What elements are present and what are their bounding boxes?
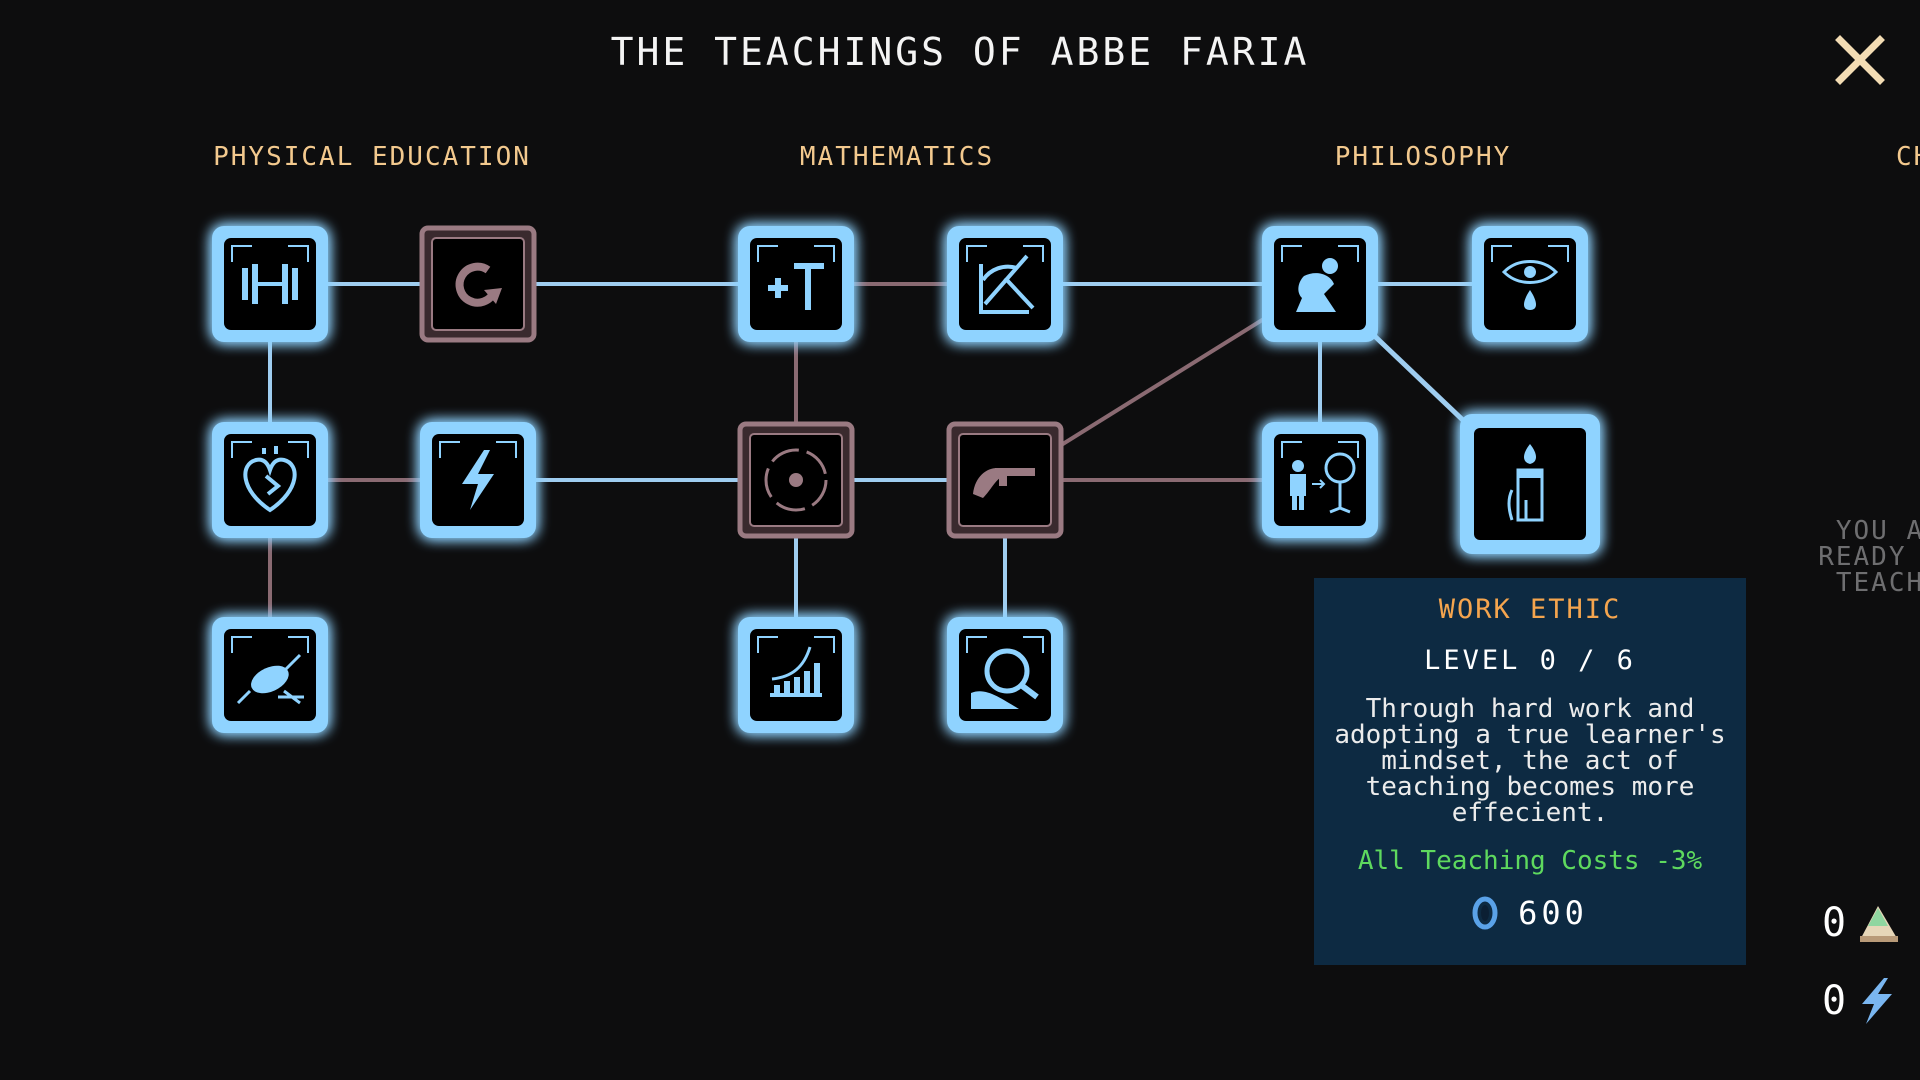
- bar-chart-icon: [770, 646, 822, 697]
- thinker-icon: [1296, 258, 1338, 312]
- resource-energy-value: 0: [1822, 978, 1847, 1024]
- tooltip-cost-value: 600: [1518, 894, 1588, 932]
- skill-node-agility[interactable]: [212, 617, 328, 733]
- skill-node-strength[interactable]: [212, 226, 328, 342]
- tooltip-level: LEVEL 0 / 6: [1424, 645, 1636, 676]
- eye-tear-icon: [1501, 260, 1559, 310]
- lightning-icon: [1862, 978, 1893, 1024]
- resource-energy: 0: [1822, 976, 1898, 1026]
- tooltip-effect: All Teaching Costs -3%: [1357, 846, 1703, 876]
- skill-node-arithmetic[interactable]: [738, 226, 854, 342]
- skill-node-geometry[interactable]: [947, 226, 1063, 342]
- tooltip-description: Through hard work and adopting a true le…: [1334, 694, 1726, 828]
- category-mathematics: MATHEMATICS: [799, 142, 995, 172]
- rotate-arrow-icon: [455, 262, 502, 307]
- tooltip-cost: 600: [1314, 894, 1746, 932]
- skill-node-investigation[interactable]: [947, 617, 1063, 733]
- skill-node-thinker[interactable]: [1262, 226, 1378, 342]
- skill-node-ballistics[interactable]: [946, 421, 1064, 539]
- skill-node-mentorship[interactable]: [1262, 422, 1378, 538]
- skill-node-recovery[interactable]: [419, 225, 537, 343]
- magnifier-icon: [971, 648, 1039, 709]
- side-message: YOU A READY T TEACH: [1818, 516, 1920, 598]
- heart-icon: [243, 446, 297, 513]
- cake-icon: [1860, 906, 1899, 942]
- skill-tooltip: WORK ETHIC LEVEL 0 / 6 Through hard work…: [1314, 578, 1746, 965]
- skill-node-work-ethic[interactable]: [1460, 414, 1600, 554]
- plus-minus-icon: [768, 263, 824, 310]
- category-physical-education: PHYSICAL EDUCATION: [213, 142, 531, 172]
- skill-node-target[interactable]: [737, 421, 855, 539]
- rat-icon: [236, 653, 304, 705]
- gem-icon: [1472, 896, 1498, 930]
- pistol-icon: [973, 468, 1035, 498]
- target-icon: [764, 448, 828, 512]
- skill-node-energy[interactable]: [420, 422, 536, 538]
- close-icon[interactable]: [1834, 34, 1886, 86]
- category-chemistry: CHEI: [1896, 142, 1920, 172]
- person-tree-icon: [1290, 452, 1356, 514]
- resource-cake: 0: [1822, 900, 1904, 946]
- dumbbell-icon: [242, 264, 298, 304]
- category-philosophy: PHILOSOPHY: [1334, 142, 1512, 172]
- skill-node-insight[interactable]: [1472, 226, 1588, 342]
- skill-node-growth[interactable]: [738, 617, 854, 733]
- candle-icon: [1507, 444, 1544, 522]
- tooltip-skill-name: WORK ETHIC: [1438, 594, 1622, 625]
- compass-icon: [979, 254, 1035, 314]
- lightning-icon: [462, 450, 494, 510]
- page-title: THE TEACHINGS OF ABBE FARIA: [610, 30, 1310, 74]
- skill-node-heart[interactable]: [212, 422, 328, 538]
- resource-cake-value: 0: [1822, 900, 1847, 946]
